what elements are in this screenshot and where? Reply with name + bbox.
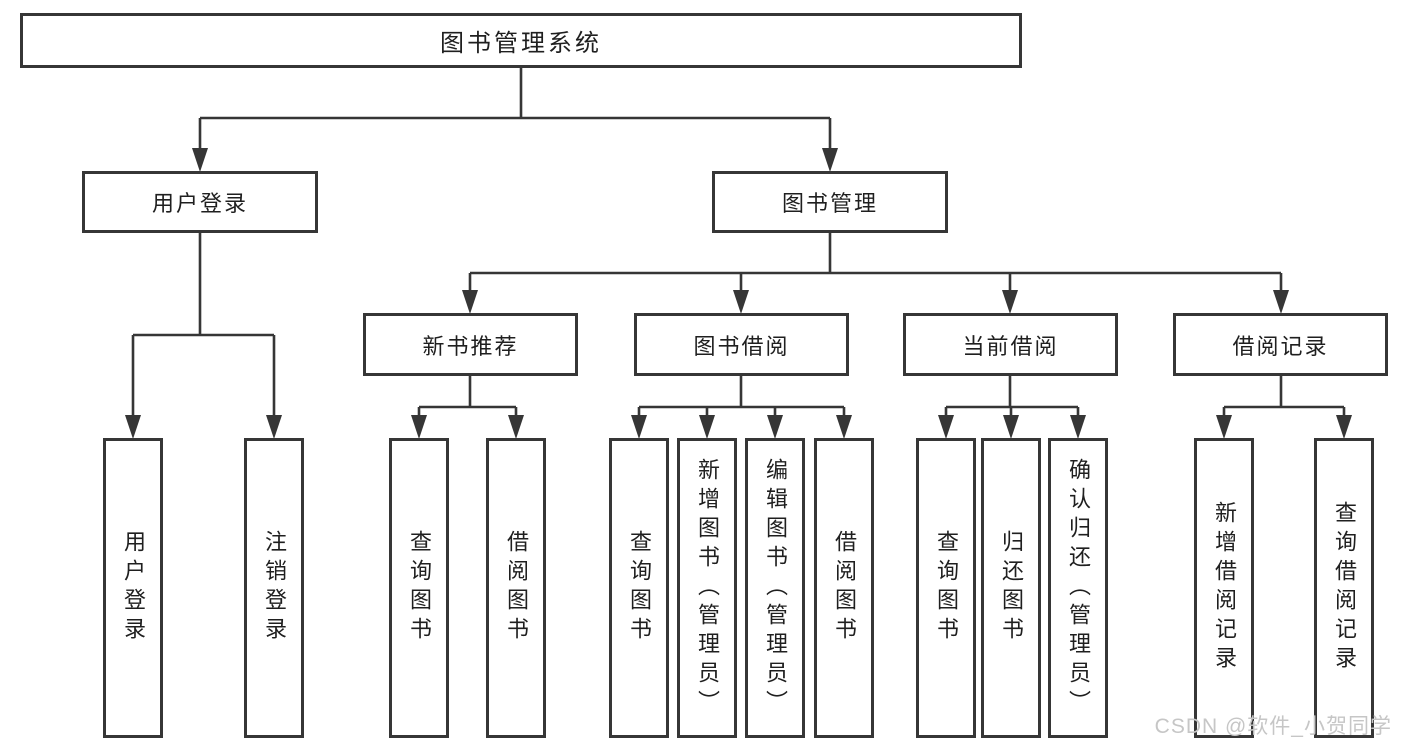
node-current-borrow: 当前借阅	[903, 313, 1118, 376]
node-new-book-recommend-label: 新书推荐	[422, 333, 519, 359]
watermark: CSDN @软件_小贺同学	[1154, 715, 1392, 738]
node-user-login-label: 用户登录	[151, 191, 248, 216]
arrowhead	[699, 415, 715, 439]
arrowhead	[1336, 415, 1352, 439]
arrowhead	[733, 290, 749, 314]
connector-borrow-records-to-leaves	[1222, 376, 1346, 416]
arrowhead	[266, 415, 282, 439]
arrowhead	[1003, 415, 1019, 439]
leaf-return-book: 归还图书	[981, 438, 1041, 738]
leaf-query-books-3: 查询图书	[916, 438, 976, 738]
leaf-query-borrow-record: 查询借阅记录	[1314, 438, 1374, 738]
leaf-borrow-books-2: 借阅图书	[814, 438, 874, 738]
leaf-query-books-1-label: 查询图书	[407, 530, 432, 646]
leaf-edit-book-admin-label: 编辑图书（管理员）	[763, 457, 788, 719]
node-book-borrow-label: 图书借阅	[693, 333, 790, 359]
connector-user-login-to-leaves	[131, 233, 276, 416]
leaf-confirm-return-admin-label: 确认归还（管理员）	[1066, 457, 1091, 719]
leaf-logout-label: 注销登录	[262, 530, 287, 646]
arrowhead	[938, 415, 954, 439]
connector-root-to-level2	[198, 68, 832, 150]
arrowheads	[125, 148, 1352, 439]
node-book-management: 图书管理	[712, 171, 948, 233]
leaf-user-login-label: 用户登录	[121, 530, 146, 646]
arrowhead	[767, 415, 783, 439]
node-book-borrow: 图书借阅	[634, 313, 849, 376]
leaf-add-borrow-record: 新增借阅记录	[1194, 438, 1254, 738]
connector-current-borrow-to-leaves	[944, 376, 1080, 416]
leaf-query-books-2-label: 查询图书	[627, 530, 652, 646]
leaf-borrow-books-1: 借阅图书	[486, 438, 546, 738]
arrowhead	[1070, 415, 1086, 439]
arrowhead	[1216, 415, 1232, 439]
leaf-confirm-return-admin: 确认归还（管理员）	[1048, 438, 1108, 738]
node-root: 图书管理系统	[20, 13, 1022, 68]
node-current-borrow-label: 当前借阅	[962, 333, 1059, 359]
leaf-user-login: 用户登录	[103, 438, 163, 738]
arrowhead	[1002, 290, 1018, 314]
node-borrow-records-label: 借阅记录	[1232, 333, 1329, 359]
leaf-logout: 注销登录	[244, 438, 304, 738]
connector-new-book-recommend-to-leaves	[417, 376, 518, 416]
arrowhead	[1273, 290, 1289, 314]
arrowhead	[836, 415, 852, 439]
leaf-add-book-admin-label: 新增图书（管理员）	[695, 457, 720, 719]
connector-book-borrow-to-leaves	[637, 376, 846, 416]
node-new-book-recommend: 新书推荐	[363, 313, 578, 376]
arrowhead	[125, 415, 141, 439]
leaf-edit-book-admin: 编辑图书（管理员）	[745, 438, 805, 738]
arrowhead	[192, 148, 208, 172]
arrowhead	[411, 415, 427, 439]
leaf-query-borrow-record-label: 查询借阅记录	[1332, 501, 1357, 675]
arrowhead	[822, 148, 838, 172]
leaf-add-book-admin: 新增图书（管理员）	[677, 438, 737, 738]
node-user-login: 用户登录	[82, 171, 318, 233]
leaf-borrow-books-2-label: 借阅图书	[832, 530, 857, 646]
arrowhead	[631, 415, 647, 439]
leaf-query-books-2: 查询图书	[609, 438, 669, 738]
leaf-add-borrow-record-label: 新增借阅记录	[1212, 501, 1237, 675]
connector-book-management-to-groups	[468, 233, 1283, 291]
node-book-management-label: 图书管理	[781, 191, 878, 216]
arrowhead	[462, 290, 478, 314]
leaf-query-books-1: 查询图书	[389, 438, 449, 738]
leaf-query-books-3-label: 查询图书	[934, 530, 959, 646]
node-borrow-records: 借阅记录	[1173, 313, 1388, 376]
arrowhead	[508, 415, 524, 439]
leaf-borrow-books-1-label: 借阅图书	[504, 530, 529, 646]
leaf-return-book-label: 归还图书	[999, 530, 1024, 646]
node-root-label: 图书管理系统	[440, 30, 602, 57]
